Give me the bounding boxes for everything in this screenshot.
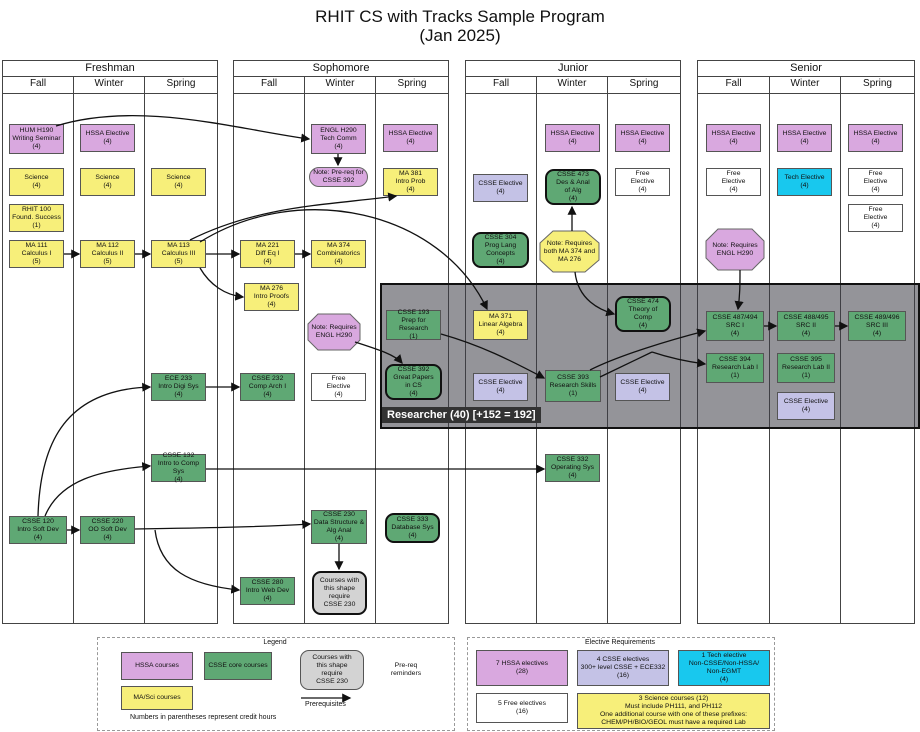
term-divider: [375, 94, 376, 623]
year-header-sophomore: Sophomore: [233, 60, 449, 77]
req-free: 5 Free electives (16): [476, 693, 568, 723]
legend-prerequisites-label: Prerequisites: [305, 701, 346, 708]
course-ma-381[interactable]: MA 381 Intro Prob (4): [383, 168, 438, 196]
term-header-winter: Winter: [304, 77, 376, 94]
course-csse-489-496[interactable]: CSSE 489/496 SRC III (4): [848, 311, 906, 341]
course-ece-233[interactable]: ECE 233 Intro Digi Sys (4): [151, 373, 206, 401]
course-ma-374[interactable]: MA 374 Combinatorics (4): [311, 240, 366, 268]
course-ma-111[interactable]: MA 111 Calculus I (5): [9, 240, 64, 268]
course-csse-304[interactable]: CSSE 304 Prog Lang Concepts (4): [472, 232, 529, 268]
course-csse-394[interactable]: CSSE 394 Research Lab I (1): [706, 353, 764, 383]
course-free-elective[interactable]: Free Elective (4): [848, 204, 903, 232]
course-ma-113[interactable]: MA 113 Calculus III (5): [151, 240, 206, 268]
term-header-winter: Winter: [769, 77, 841, 94]
year-header-senior: Senior: [697, 60, 915, 77]
course-rhit-100[interactable]: RHIT 100 Found. Success (1): [9, 204, 64, 232]
course-csse-333[interactable]: CSSE 333 Database Sys (4): [385, 513, 440, 543]
course-engl-h290[interactable]: ENGL H290 Tech Comm (4): [311, 124, 366, 154]
course-science[interactable]: Science (4): [80, 168, 135, 196]
course-ma-112[interactable]: MA 112 Calculus II (5): [80, 240, 135, 268]
note-requires-engl-h290: Note: Requires ENGL H290: [712, 241, 758, 257]
course-hssa-elective[interactable]: HSSA Elective (4): [777, 124, 832, 152]
course-science[interactable]: Science (4): [9, 168, 64, 196]
course-free-elective[interactable]: Free Elective (4): [848, 168, 903, 196]
course-hssa-elective[interactable]: HSSA Elective (4): [848, 124, 903, 152]
legend-core: CSSE core courses: [204, 652, 272, 680]
course-csse-487-494[interactable]: CSSE 487/494 SRC I (4): [706, 311, 764, 341]
course-csse-132[interactable]: CSSE 132 Intro to Comp Sys (4): [151, 452, 206, 483]
term-header-fall: Fall: [233, 77, 305, 94]
note-prereq-csse-392: Note: Pre-req for CSSE 392: [309, 167, 368, 187]
course-csse-193[interactable]: CSSE 193 Prep for Research (1): [386, 309, 441, 340]
course-hssa-elective[interactable]: HSSA Elective (4): [383, 124, 438, 152]
legend-shape: Courses with this shape require CSSE 230: [300, 650, 364, 690]
term-header-spring: Spring: [144, 77, 218, 94]
course-csse-392[interactable]: CSSE 392 Great Papers in CS (4): [385, 364, 442, 400]
course-csse-474[interactable]: CSSE 474 Theory of Comp (4): [615, 296, 671, 332]
course-csse-393[interactable]: CSSE 393 Research Skills (1): [545, 370, 601, 402]
elective-requirements-title: Elective Requirements: [584, 639, 656, 646]
course-free-elective[interactable]: Free Elective (4): [706, 168, 761, 196]
course-csse-232[interactable]: CSSE 232 Comp Arch I (4): [240, 373, 295, 401]
legend-prereq-reminders: Pre-req reminders: [390, 662, 422, 678]
course-free-elective[interactable]: Free Elective (4): [311, 373, 366, 401]
term-header-spring: Spring: [840, 77, 915, 94]
course-hssa-elective[interactable]: HSSA Elective (4): [80, 124, 135, 152]
legend-hssa: HSSA courses: [121, 652, 193, 680]
req-science: 3 Science courses (12) Must include PH11…: [577, 693, 770, 729]
researcher-track-label: Researcher (40) [+152 = 192]: [382, 407, 541, 423]
course-science[interactable]: Science (4): [151, 168, 206, 196]
course-csse-230[interactable]: CSSE 230 Data Structure & Alg Anal (4): [311, 510, 367, 544]
course-hssa-elective[interactable]: HSSA Elective (4): [545, 124, 600, 152]
course-tech-elective[interactable]: Tech Elective (4): [777, 168, 832, 196]
term-divider: [73, 94, 74, 623]
term-header-spring: Spring: [607, 77, 681, 94]
note-requires-ma-374-276: Note: Requires both MA 374 and MA 276: [543, 239, 596, 264]
course-ma-221[interactable]: MA 221 Diff Eq I (4): [240, 240, 295, 268]
term-header-fall: Fall: [2, 77, 74, 94]
course-csse-elective[interactable]: CSSE Elective (4): [615, 373, 670, 401]
req-tech: 1 Tech elective Non-CSSE/Non-HSSA/ Non-E…: [678, 650, 770, 686]
course-hum-h190[interactable]: HUM H190 Writing Seminar (4): [9, 124, 64, 154]
course-csse-elective[interactable]: CSSE Elective (4): [777, 392, 835, 420]
term-header-spring: Spring: [375, 77, 449, 94]
course-hssa-elective[interactable]: HSSA Elective (4): [615, 124, 670, 152]
term-header-fall: Fall: [697, 77, 770, 94]
term-divider: [304, 94, 305, 623]
course-free-elective[interactable]: Free Elective (4): [615, 168, 670, 196]
course-csse-220[interactable]: CSSE 220 OO Soft Dev (4): [80, 516, 135, 544]
course-hssa-elective[interactable]: HSSA Elective (4): [706, 124, 761, 152]
course-csse-332[interactable]: CSSE 332 Operating Sys (4): [545, 454, 600, 482]
legend-credits-note: Numbers in parentheses represent credit …: [130, 714, 277, 721]
legend-masci: MA/Sci courses: [121, 686, 193, 710]
shape-requires-csse-230: Courses with this shape require CSSE 230: [312, 571, 367, 615]
year-header-freshman: Freshman: [2, 60, 218, 77]
course-csse-120[interactable]: CSSE 120 Intro Soft Dev (4): [9, 516, 67, 544]
term-header-winter: Winter: [73, 77, 145, 94]
course-ma-371[interactable]: MA 371 Linear Algebra (4): [473, 310, 528, 340]
course-csse-elective[interactable]: CSSE Elective (4): [473, 373, 528, 401]
course-csse-473[interactable]: CSSE 473 Des & Anal of Alg (4): [545, 169, 601, 205]
note-requires-engl-h290: Note: Requires ENGL H290: [311, 323, 357, 339]
req-csse: 4 CSSE electives 300+ level CSSE + ECE33…: [577, 650, 669, 686]
course-csse-395[interactable]: CSSE 395 Research Lab II (1): [777, 353, 835, 383]
req-hssa: 7 HSSA electives (28): [476, 650, 568, 686]
course-csse-488-495[interactable]: CSSE 488/495 SRC II (4): [777, 311, 835, 341]
term-header-fall: Fall: [465, 77, 537, 94]
page-subtitle: (Jan 2025): [419, 26, 501, 45]
course-csse-elective[interactable]: CSSE Elective (4): [473, 174, 528, 202]
year-header-junior: Junior: [465, 60, 681, 77]
page-title: RHIT CS with Tracks Sample Program: [315, 7, 605, 26]
term-divider: [144, 94, 145, 623]
term-header-winter: Winter: [536, 77, 608, 94]
legend-title: Legend: [263, 639, 287, 646]
course-ma-276[interactable]: MA 276 Intro Proofs (4): [244, 283, 299, 311]
course-csse-280[interactable]: CSSE 280 Intro Web Dev (4): [240, 577, 295, 605]
